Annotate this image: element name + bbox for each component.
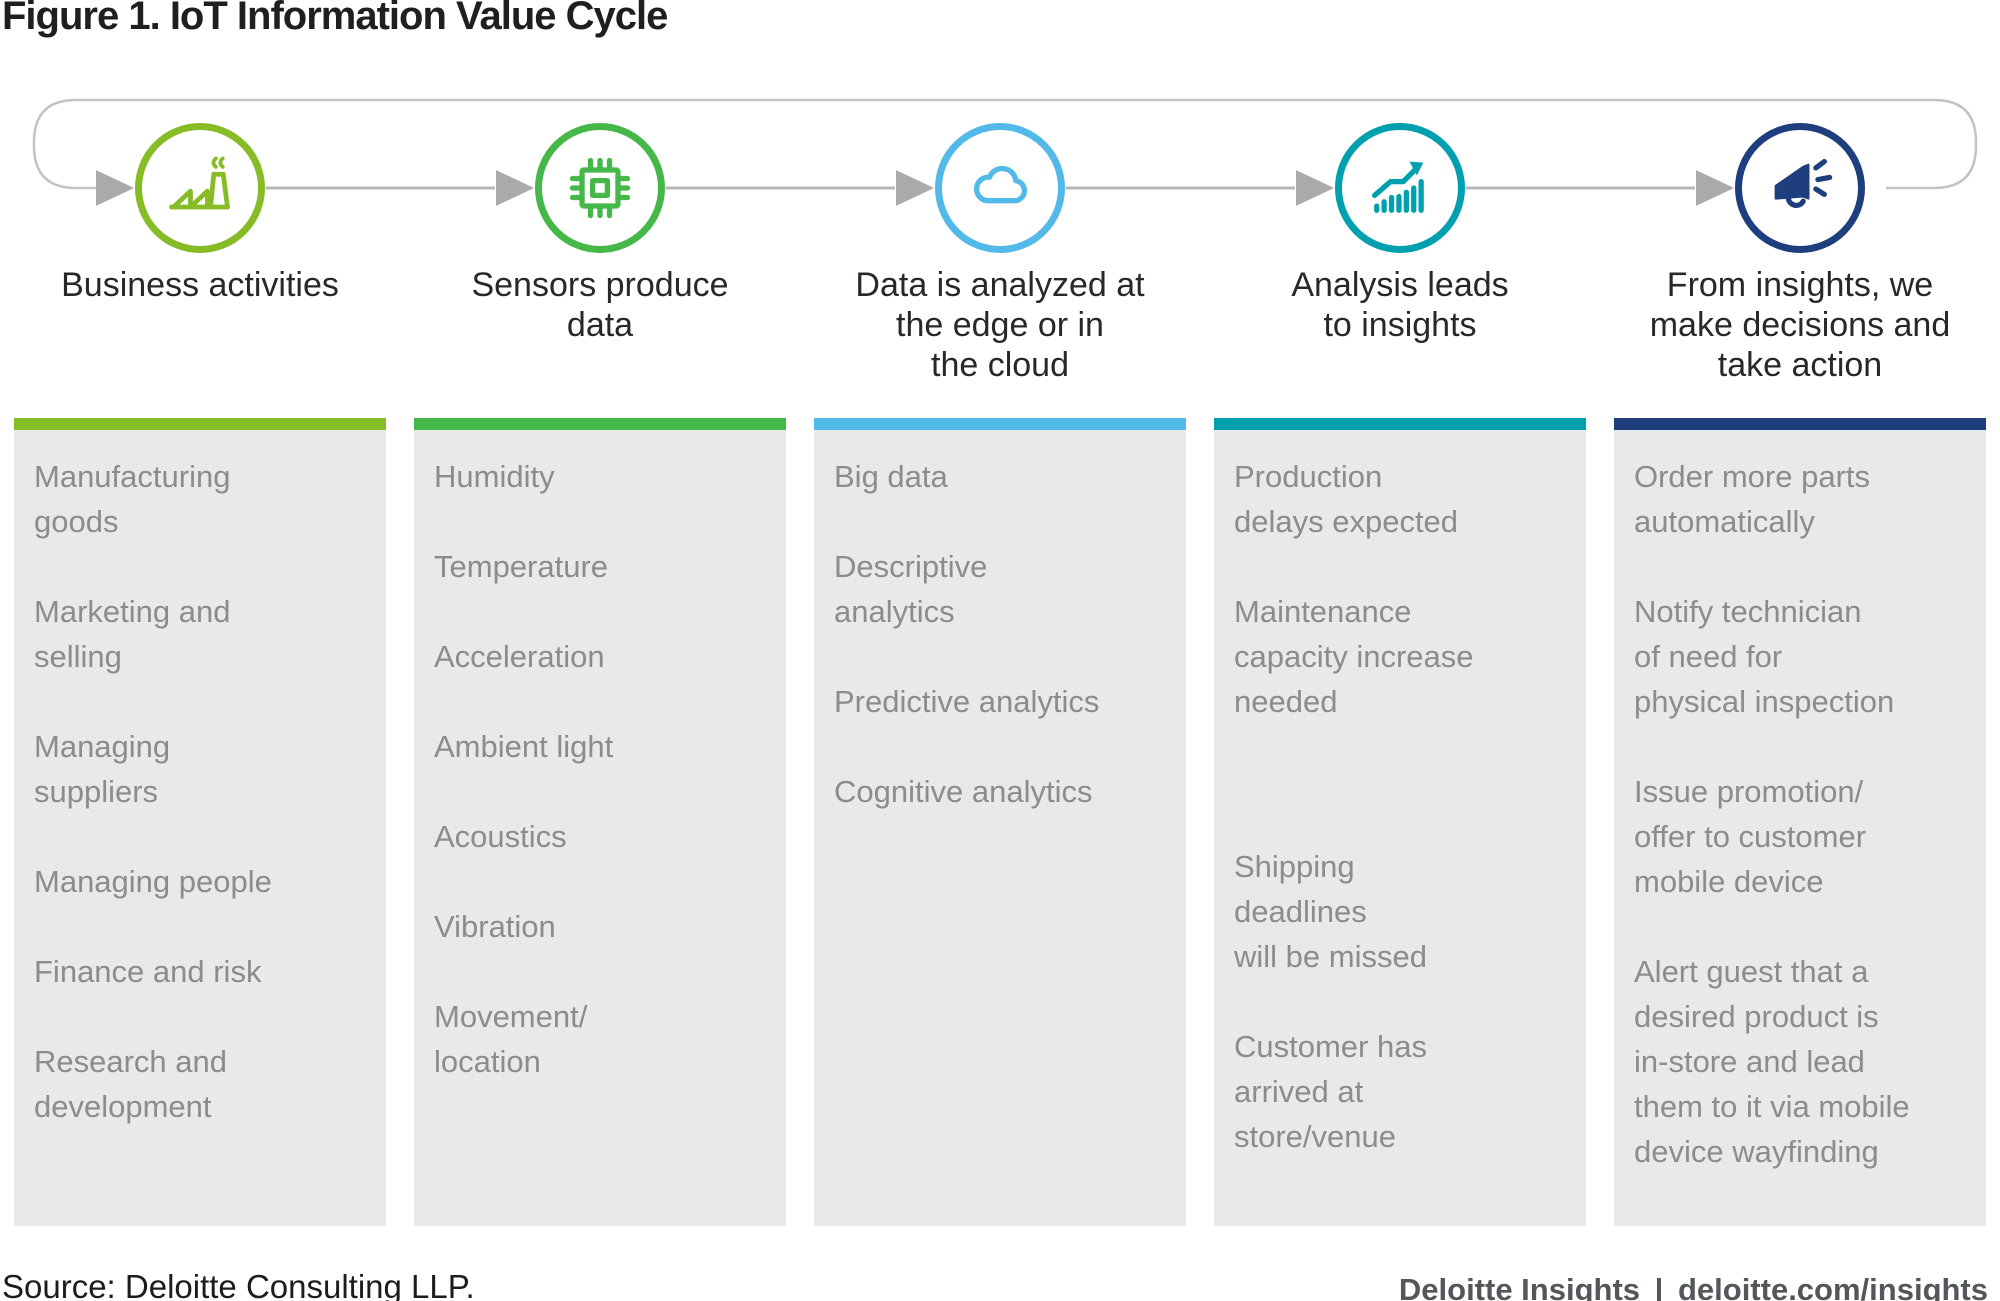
panel-item: Big data <box>834 459 948 494</box>
panel-item: Order more parts automatically <box>1634 459 1871 539</box>
stage-heading: Analysis leads to insights <box>1291 266 1509 344</box>
cloud-icon <box>963 151 1037 225</box>
panel-item: Descriptive analytics <box>834 549 988 629</box>
flow-arrow-icon <box>96 170 134 206</box>
flow-arrow-icon <box>496 170 534 206</box>
flow-arrow-icon <box>1696 170 1734 206</box>
panel-item: Notify technician of need for physical i… <box>1634 594 1895 719</box>
stage-circle <box>135 123 265 253</box>
stage-circle <box>535 123 665 253</box>
stage-color-bar <box>814 418 1186 430</box>
panel-item: Acoustics <box>434 819 567 854</box>
panel-item: Manufacturing goods <box>34 459 231 539</box>
stage-circle <box>1735 123 1865 253</box>
stage-color-bar <box>14 418 386 430</box>
panel-item: Temperature <box>434 549 609 584</box>
panel-item: Managing people <box>34 864 272 899</box>
stage-column: Data is analyzed at the edge or in the c… <box>814 0 1186 1301</box>
figure-title: Figure 1. IoT Information Value Cycle <box>2 0 668 38</box>
stage-color-bar <box>414 418 786 430</box>
flow-arrow-icon <box>1296 170 1334 206</box>
stage-column: Analysis leads to insights Production de… <box>1214 0 1586 1301</box>
factory-icon <box>163 151 237 225</box>
stage-heading: From insights, we make decisions and tak… <box>1649 266 1951 384</box>
panel-item: Vibration <box>434 909 556 944</box>
source-note: Source: Deloitte Consulting LLP. <box>2 1268 475 1301</box>
stage-circle <box>935 123 1065 253</box>
panel-item: Shipping deadlines will be missed <box>1234 849 1427 974</box>
panel-item: Humidity <box>434 459 555 494</box>
footer-brandline: Deloitte Insights | deloitte.com/insight… <box>1399 1272 1988 1301</box>
stage-circle <box>1335 123 1465 253</box>
panel-item: Marketing and selling <box>34 594 231 674</box>
chip-icon <box>563 151 637 225</box>
panel-item: Finance and risk <box>34 954 262 989</box>
stage-column: From insights, we make decisions and tak… <box>1614 0 1986 1301</box>
footer-brand: Deloitte Insights <box>1398 1272 1641 1301</box>
panel-item: Alert guest that a desired product is in… <box>1634 954 1910 1169</box>
panel-item: Customer has arrived at store/venue <box>1234 1029 1427 1154</box>
panel-item: Issue promotion/ offer to customer mobil… <box>1634 774 1867 899</box>
stage-heading: Business activities <box>61 266 339 304</box>
megaphone-icon <box>1763 151 1837 225</box>
panel-item: Movement/ location <box>434 999 588 1079</box>
panel-item: Research and development <box>34 1044 228 1124</box>
cycle-loop-line <box>32 98 1978 190</box>
panel-item: Predictive analytics <box>834 684 1100 719</box>
stage-heading: Sensors produce data <box>471 266 729 344</box>
footer-url: deloitte.com/insights <box>1677 1272 1988 1301</box>
panel-item: Cognitive analytics <box>834 774 1093 809</box>
panel-item: Production delays expected <box>1234 459 1459 539</box>
footer-separator: | <box>1654 1272 1664 1301</box>
panel-item: Ambient light <box>434 729 614 764</box>
stage-heading: Data is analyzed at the edge or in the c… <box>855 266 1145 384</box>
panel-item: Acceleration <box>434 639 605 674</box>
stage-color-bar <box>1614 418 1986 430</box>
flow-arrow-icon <box>896 170 934 206</box>
stage-color-bar <box>1214 418 1586 430</box>
panel-item: Managing suppliers <box>34 729 171 809</box>
panel-item: Maintenance capacity increase needed <box>1234 594 1474 719</box>
bar-chart-icon <box>1363 151 1437 225</box>
